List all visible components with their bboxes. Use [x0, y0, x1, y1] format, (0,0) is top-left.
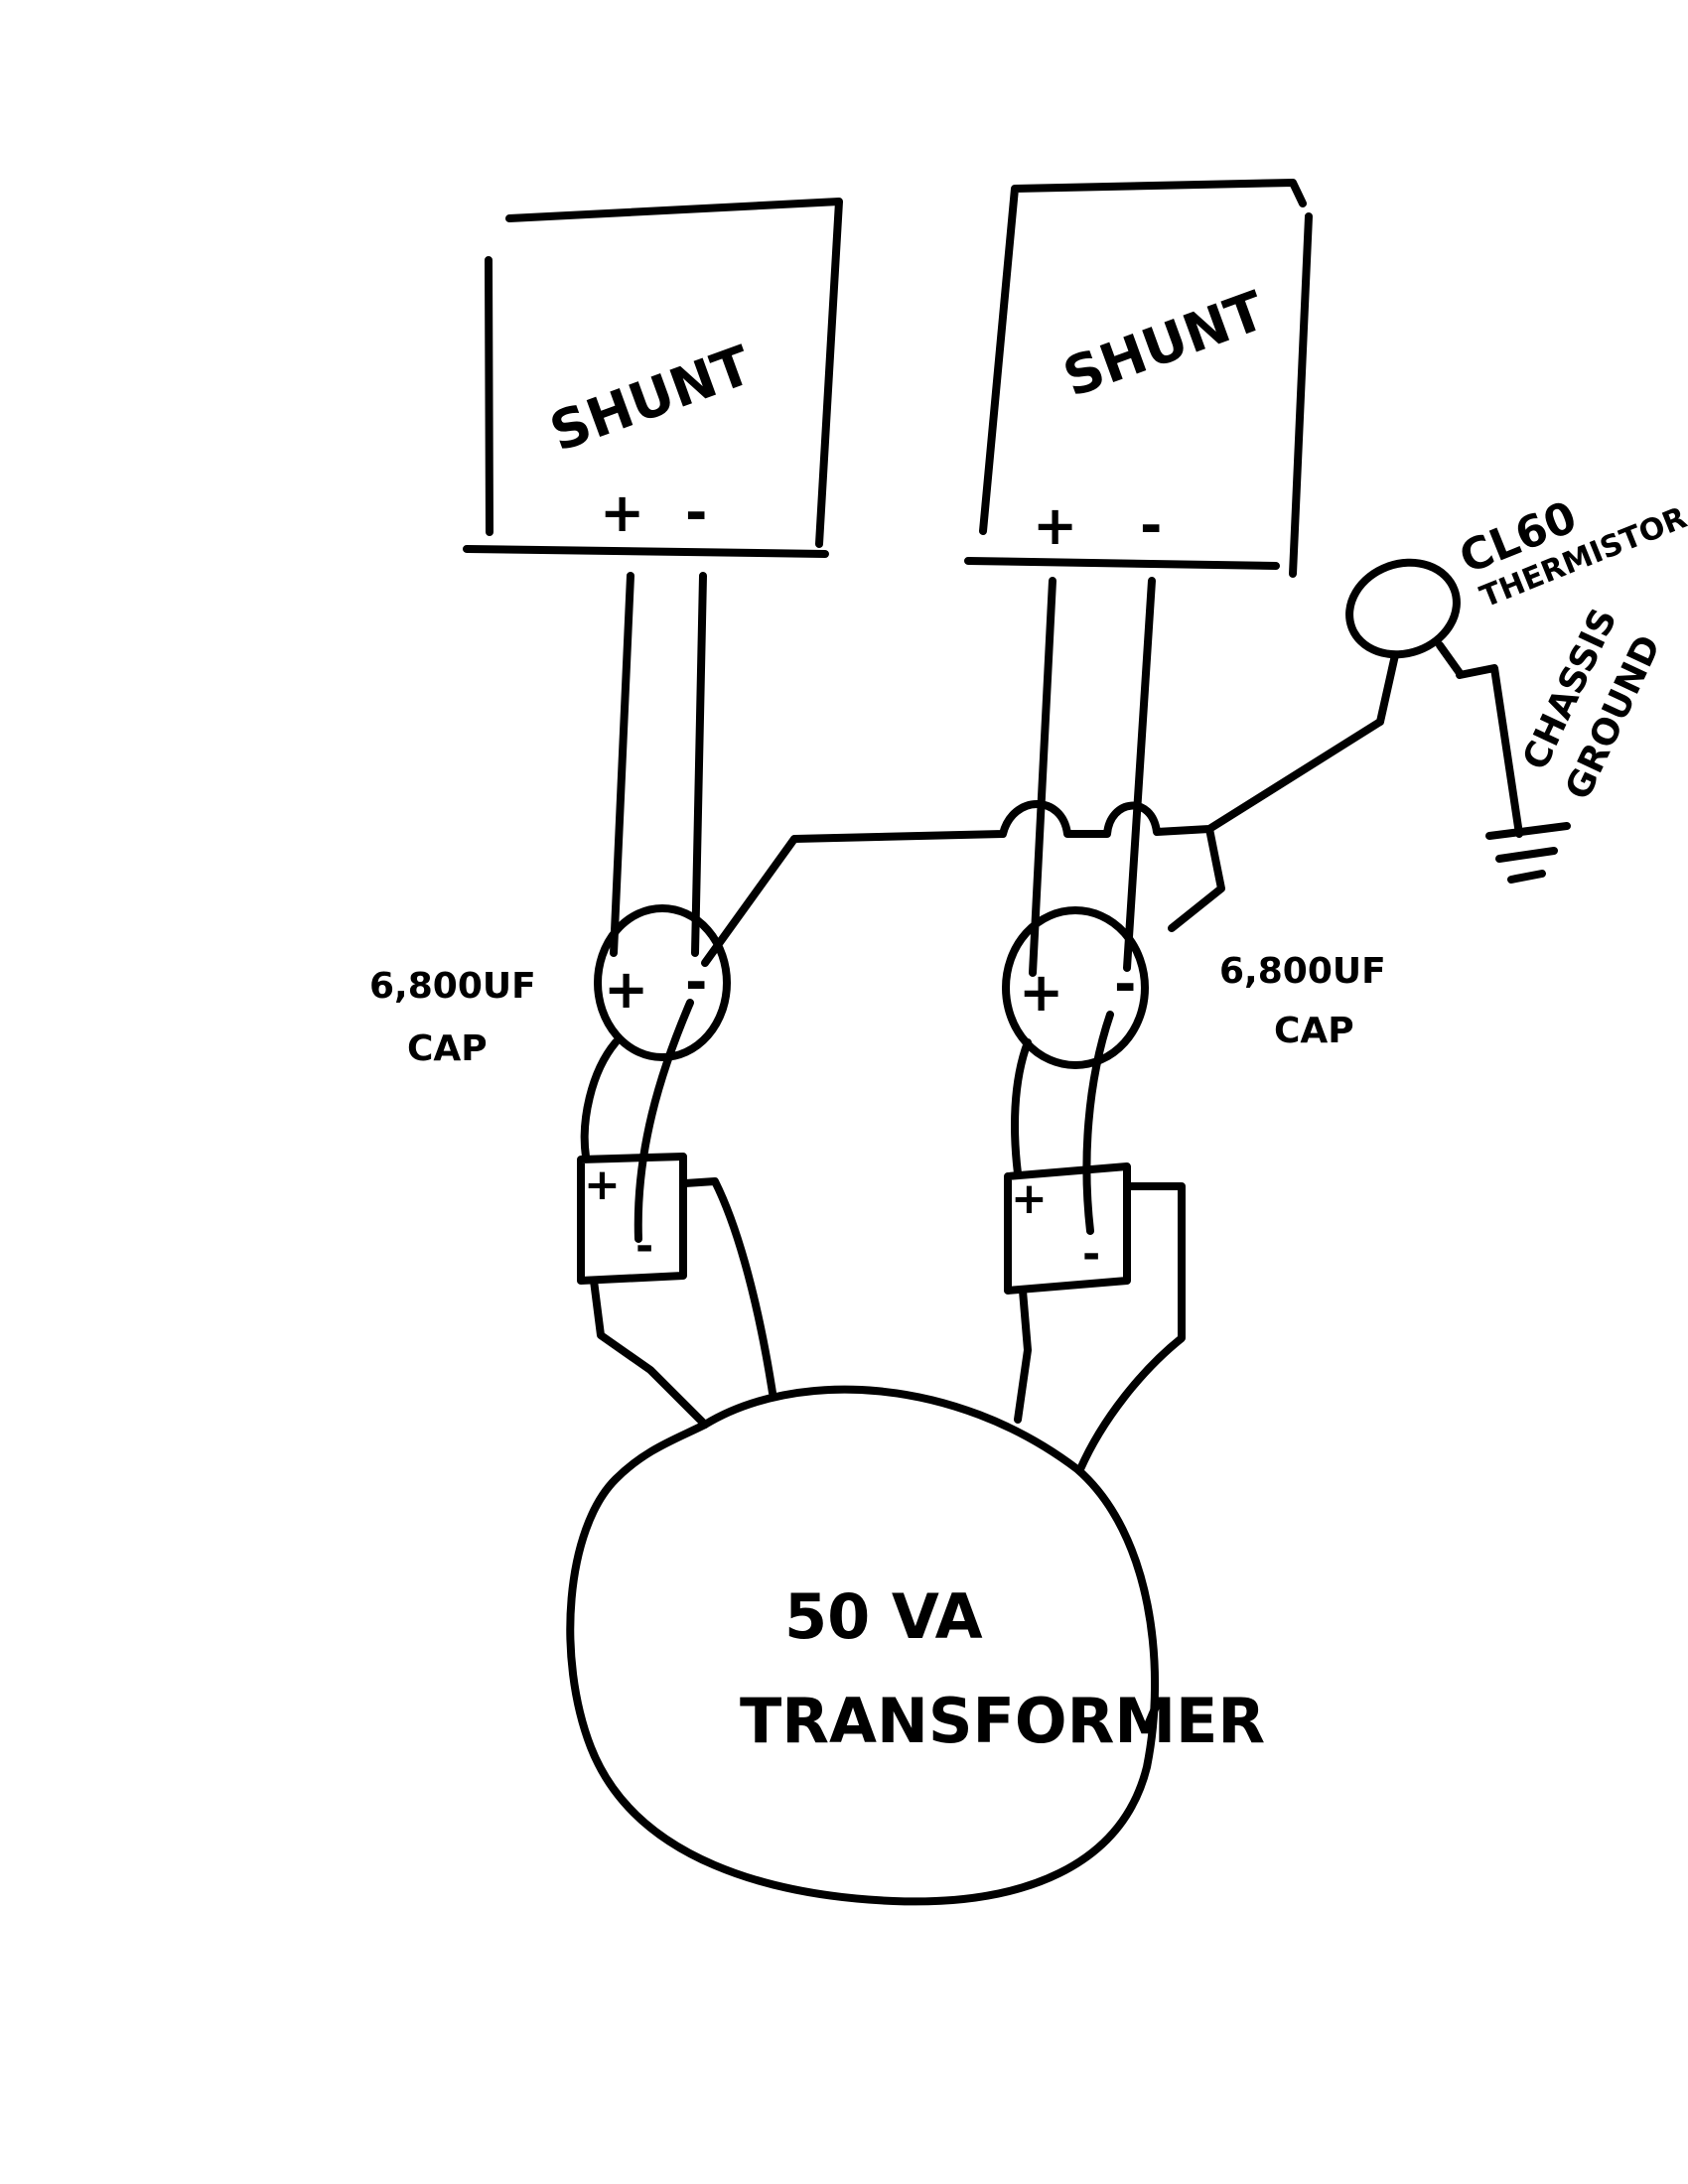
- shunt-right-minus: -: [1140, 494, 1162, 557]
- rectifier-right: + -: [1004, 1011, 1186, 1473]
- lead-left-positive: [610, 572, 634, 957]
- ground-bus-wire: [701, 718, 1384, 967]
- rectifier-left-body: [577, 1153, 687, 1285]
- rectifier-right-minus: -: [1082, 1229, 1100, 1280]
- ground-symbol: [1485, 822, 1571, 884]
- shunt-left: SHUNT + -: [463, 198, 843, 558]
- shunt-right-plus: +: [1033, 494, 1077, 557]
- shunt-right: SHUNT + -: [964, 179, 1313, 578]
- cap-right-to-rect-negative: [1082, 1011, 1114, 1235]
- cap-left-to-rect-negative: [633, 999, 694, 1243]
- capacitor-left: + - 6,800UF CAP: [369, 904, 731, 1069]
- lead-right-positive: [1029, 577, 1056, 977]
- capacitor-left-minus: -: [685, 951, 707, 1014]
- shunt-left-label: SHUNT: [542, 334, 760, 464]
- thermistor-lead-left: [1376, 651, 1399, 726]
- transformer-rating: 50 VA: [784, 1580, 983, 1653]
- capacitor-left-plus: +: [604, 958, 648, 1021]
- shunt-left-plus: +: [600, 481, 644, 544]
- rectifier-right-plus: +: [1011, 1173, 1048, 1224]
- capacitor-right: + - 6,800UF CAP: [1002, 906, 1386, 1069]
- capacitor-right-name: CAP: [1274, 1011, 1354, 1051]
- shunt-left-minus: -: [685, 481, 707, 544]
- shunt-right-outline: [964, 179, 1313, 578]
- shunt-right-label: SHUNT: [1055, 279, 1273, 409]
- lead-right-negative: [1123, 577, 1156, 972]
- transformer-body: [566, 1385, 1160, 1906]
- chassis-ground: CHASSIS GROUND: [1456, 603, 1669, 884]
- lead-left-negative: [691, 572, 707, 957]
- capacitor-right-value: 6,800UF: [1219, 951, 1386, 992]
- capacitor-left-name: CAP: [407, 1028, 488, 1069]
- thermistor-body: [1345, 558, 1461, 659]
- capacitor-right-minus: -: [1114, 953, 1136, 1016]
- shunt-left-outline: [463, 198, 843, 558]
- rectifier-left-plus: +: [584, 1160, 621, 1210]
- transformer: 50 VA TRANSFORMER: [566, 1385, 1265, 1906]
- chassis-ground-wire: [1456, 664, 1523, 838]
- rect-right-ac1: [1014, 1287, 1032, 1424]
- rect-left-ac2: [681, 1177, 776, 1397]
- capacitor-left-value: 6,800UF: [369, 966, 536, 1007]
- capacitor-right-body: [1002, 906, 1149, 1069]
- cap-left-to-rect-positive: [580, 1038, 620, 1160]
- cap-right-to-rect-positive: [1011, 1038, 1032, 1177]
- capacitor-left-body: [594, 904, 731, 1061]
- transformer-name: TRANSFORMER: [740, 1685, 1265, 1757]
- capacitor-right-plus: +: [1019, 961, 1063, 1024]
- thermistor-lead-right: [1436, 641, 1464, 677]
- rect-right-ac2: [1076, 1182, 1186, 1473]
- rectifier-left: + -: [577, 999, 776, 1429]
- rect-left-ac1: [590, 1277, 709, 1429]
